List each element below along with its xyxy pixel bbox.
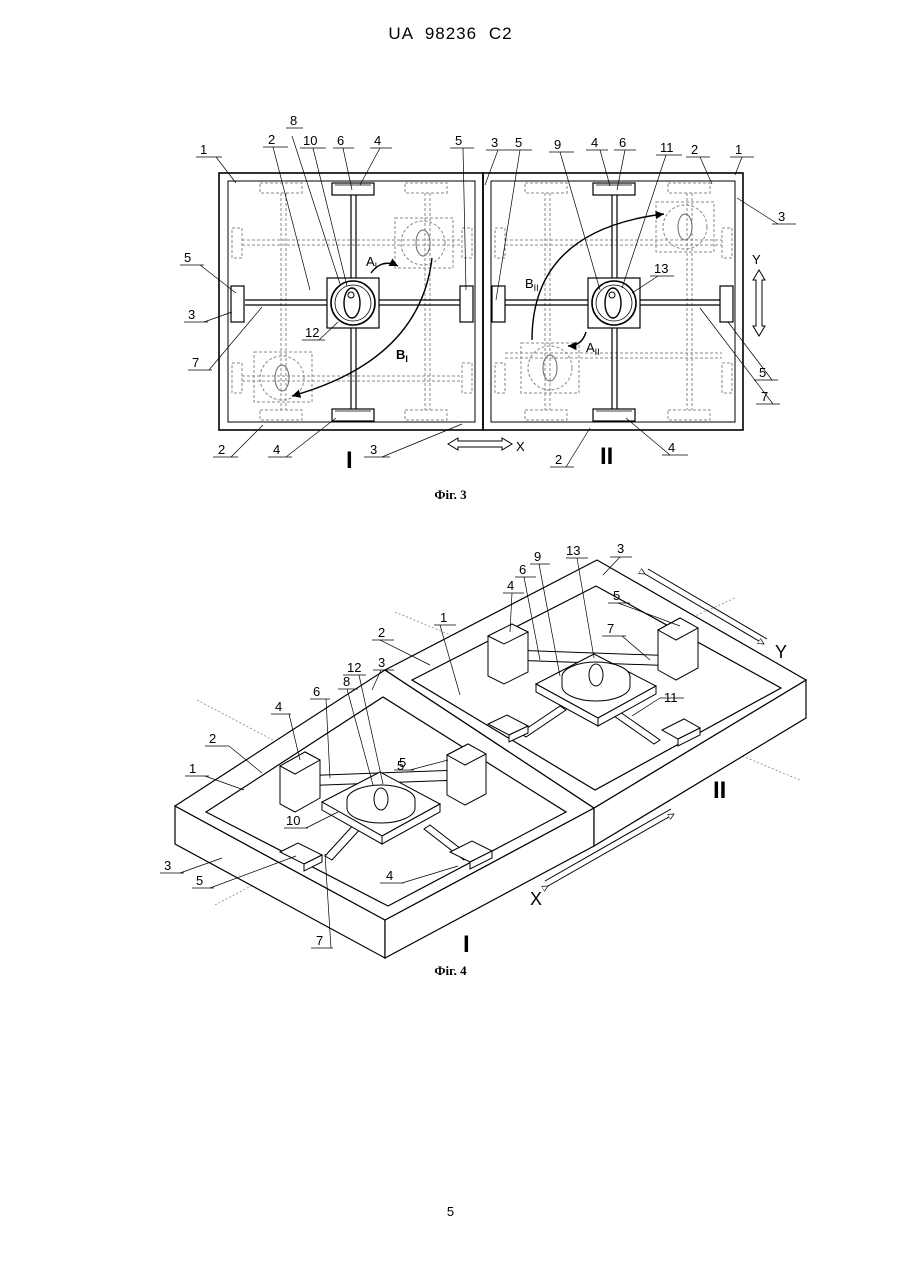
ref-label: 4	[386, 868, 393, 883]
ref-label: 7	[607, 621, 614, 636]
ref-label: 5	[397, 758, 404, 773]
ref-label: 2	[378, 625, 385, 640]
ref-label: 6	[313, 684, 320, 699]
figure-4-isometric-diagram: Y X I II	[0, 0, 901, 1000]
ref-label: 4	[507, 578, 514, 593]
ref-label: 10	[286, 813, 300, 828]
y-axis-label: Y	[775, 642, 787, 662]
ref-label: 12	[347, 660, 361, 675]
x-axis-label: X	[530, 889, 542, 909]
ref-label: 1	[189, 761, 196, 776]
ref-label: 9	[534, 549, 541, 564]
ref-label: 6	[519, 562, 526, 577]
module-I-label: I	[463, 931, 470, 958]
module-II-label: II	[713, 777, 726, 804]
ref-label: 5	[613, 588, 620, 603]
ref-label: 7	[316, 933, 323, 948]
ref-label: 1	[440, 610, 447, 625]
ref-label: 3	[378, 655, 385, 670]
ref-label: 5	[196, 873, 203, 888]
ref-label: 13	[566, 543, 580, 558]
ref-label: 2	[209, 731, 216, 746]
page-number: 5	[0, 1204, 901, 1219]
ref-label: 4	[275, 699, 282, 714]
figure-4-caption: Фіг. 4	[0, 963, 901, 979]
ref-label: 3	[617, 541, 624, 556]
ref-label: 3	[164, 858, 171, 873]
ref-label: 11	[664, 690, 678, 705]
ref-label: 8	[343, 674, 350, 689]
